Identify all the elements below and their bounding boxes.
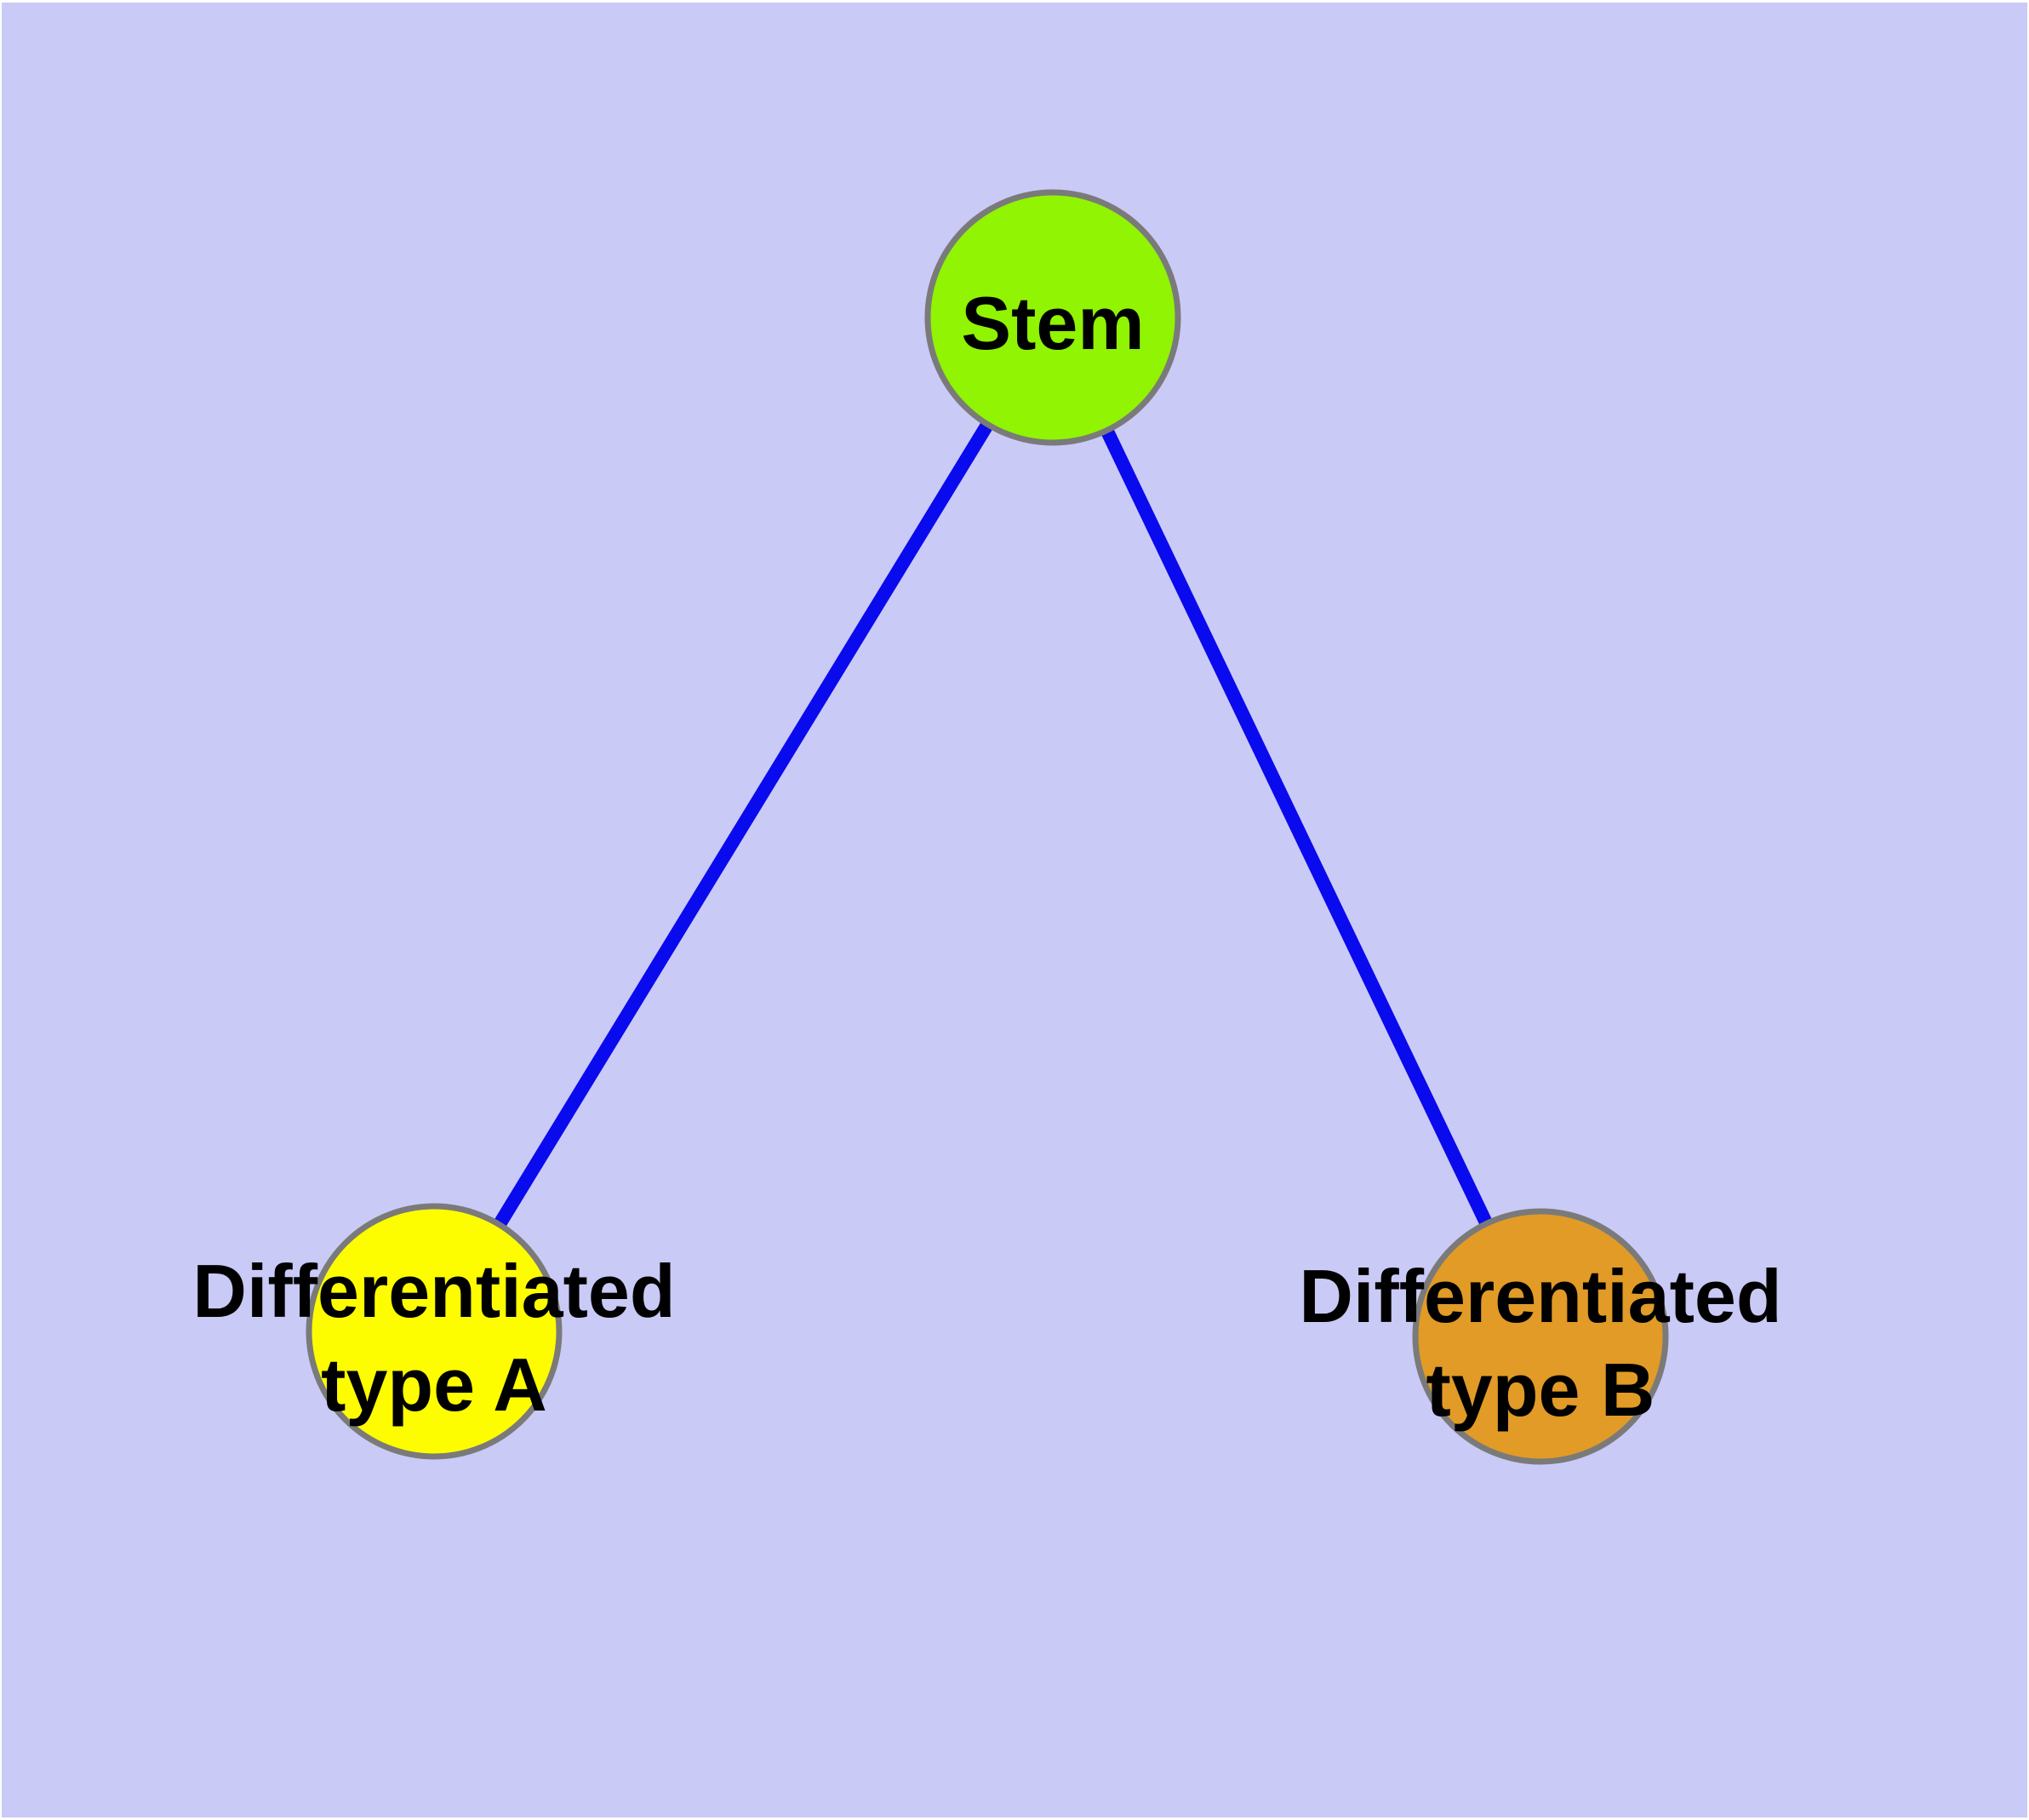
edge-stem-to-type-b: [1046, 314, 1547, 1340]
node-type-a-circle: [306, 1203, 563, 1460]
node-type-b-label-line1: Differentiated: [1299, 1254, 1781, 1338]
node-stem-label: Stem: [961, 281, 1144, 365]
node-type-a-label-line2: type A: [321, 1342, 547, 1427]
node-stem-circle: [924, 189, 1181, 446]
node-type-b-circle: [1412, 1208, 1669, 1465]
node-type-b-label-line2: type B: [1426, 1348, 1655, 1432]
node-type-a-label-line1: Differentiated: [192, 1249, 675, 1333]
edge-stem-to-type-a: [428, 313, 1059, 1336]
